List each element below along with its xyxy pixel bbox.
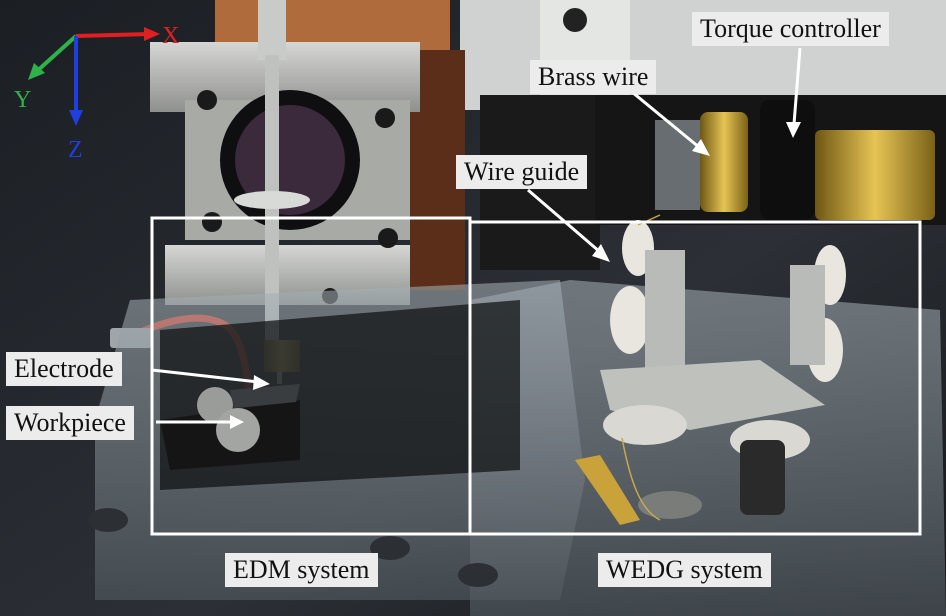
z-axis-arrowhead [69, 110, 83, 126]
x-axis-arrowhead [144, 27, 160, 41]
clamp-screw [375, 108, 395, 128]
brass-wire-spool [700, 112, 748, 212]
workpiece-label: Workpiece [6, 406, 134, 440]
copper-top-block [215, 0, 450, 50]
wedg-system-label: WEDG system [598, 553, 771, 587]
electrode-label: Electrode [6, 352, 122, 386]
brass-wire-arrowhead [692, 139, 710, 156]
y-axis-arrowhead [28, 63, 45, 80]
guide-bracket [790, 265, 825, 365]
brass-wire-reel [815, 130, 935, 220]
clamp-screw [197, 90, 217, 110]
wire-guide-pulley [610, 286, 650, 354]
clamp-screw [202, 212, 222, 232]
base-bolt [88, 508, 128, 532]
edm-system-label: EDM system [225, 553, 378, 587]
y-axis-label: Y [14, 87, 32, 113]
brass-wire-strand [621, 437, 661, 521]
workpiece-arrowhead [230, 415, 244, 429]
base-bolt [458, 563, 498, 587]
workpiece-clamp [216, 408, 260, 452]
wire-guide-label: Wire guide [456, 155, 588, 189]
workpiece-plate [230, 384, 300, 408]
electrode-arrowhead [253, 375, 270, 390]
x-axis-line [75, 32, 151, 38]
wedg-system-outline [468, 220, 922, 536]
torque-controller-arrow-line [792, 47, 802, 125]
brass-wire-label: Brass wire [530, 60, 657, 94]
guide-bracket [645, 250, 685, 370]
spindle-collar [234, 191, 310, 209]
wire-guide-arrow-line [527, 188, 601, 254]
spool-hub [655, 120, 700, 210]
spindle-tip-top [258, 0, 286, 60]
lower-pulley [603, 405, 687, 445]
spindle-motor [235, 105, 345, 215]
x-axis-label: X [162, 23, 180, 49]
wire-drive-roller [740, 440, 785, 515]
torque-controller-label: Torque controller [692, 12, 889, 46]
wedg-bearing [638, 491, 702, 519]
torque-controller-body [760, 100, 815, 220]
y-axis-line [34, 34, 78, 74]
wire-guide-arrowhead [592, 244, 610, 262]
brass-wire-arrow-line [631, 90, 701, 150]
clamp-screw [378, 228, 398, 248]
wire-scrap [575, 455, 640, 525]
housing-bolt [563, 8, 587, 32]
base-bolt [370, 536, 410, 560]
torque-controller-arrowhead [786, 122, 801, 138]
z-axis-label: Z [68, 137, 83, 163]
electrode-arrow-line [151, 368, 259, 384]
